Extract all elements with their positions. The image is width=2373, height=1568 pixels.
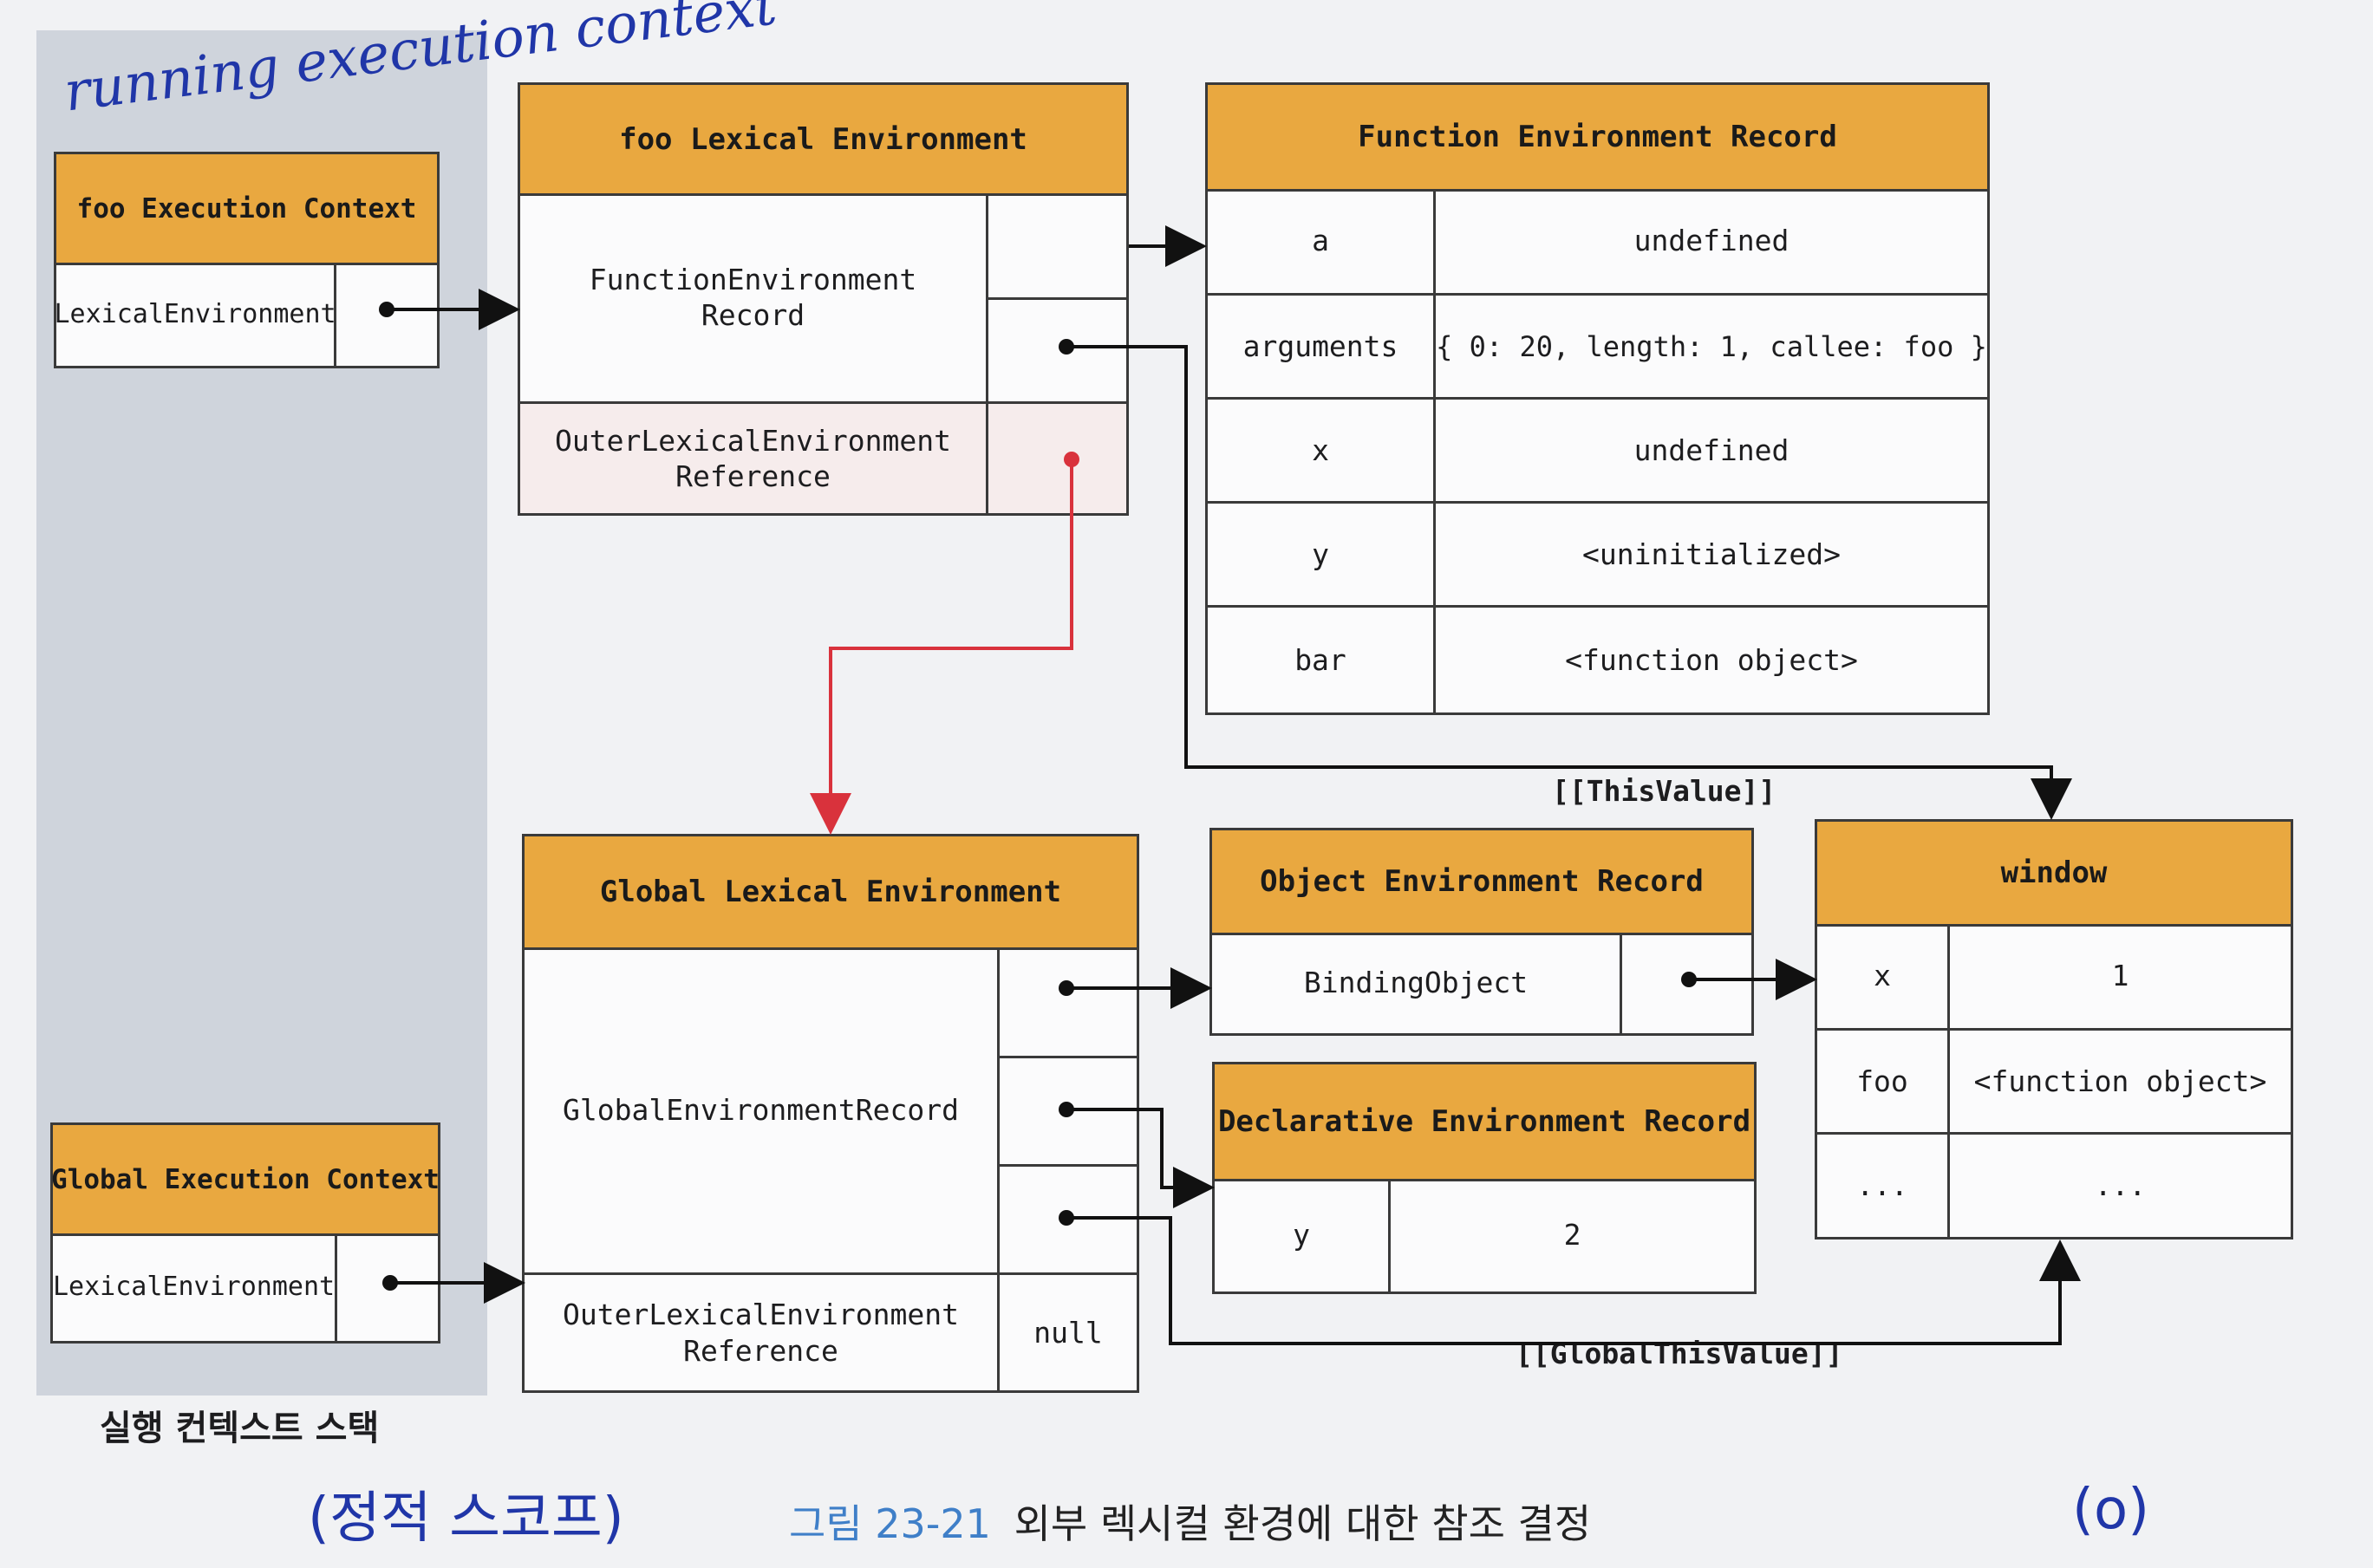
function-environment-record-title: Function Environment Record [1208, 85, 1987, 192]
global-lexical-environment-title: Global Lexical Environment [525, 836, 1137, 950]
foo-outer-reference-ptr [986, 401, 1126, 513]
window-title: window [1817, 822, 2291, 927]
global-ctx-pointer-dot [382, 1275, 398, 1291]
declarative-environment-record: Declarative Environment Record y 2 [1212, 1062, 1757, 1294]
foo-execution-context: foo Execution Context LexicalEnvironment [54, 152, 440, 368]
declarative-environment-record-title: Declarative Environment Record [1215, 1064, 1754, 1181]
window-value-x: 1 [1947, 924, 2291, 1028]
foo-this-value-arrow [1066, 345, 2072, 820]
global-environment-record-label: GlobalEnvironmentRecord [563, 1092, 959, 1127]
binding-object-ptr [1620, 933, 1751, 1033]
function-environment-record: Function Environment Record a undefined … [1205, 82, 1990, 715]
global-ctx-lexical-env-label: LexicalEnvironment [52, 1272, 336, 1303]
this-value-label: [[ThisValue]] [1552, 774, 1776, 808]
figure-caption: 그림 23-21 외부 렉시컬 환경에 대한 참조 결정 [789, 1493, 1591, 1550]
global-lexical-environment: Global Lexical Environment GlobalEnviron… [522, 834, 1139, 1393]
global-record-ptr-declarative [997, 1056, 1137, 1164]
static-scope-annotation: (정적 스코프) [308, 1487, 624, 1551]
fer-key-x: x [1208, 397, 1433, 501]
global-record-ptr-this [997, 1164, 1137, 1272]
object-environment-record-title: Object Environment Record [1212, 830, 1751, 935]
object-environment-record: Object Environment Record BindingObject [1209, 828, 1754, 1036]
foo-execution-context-title: foo Execution Context [56, 154, 437, 265]
foo-lexical-environment: foo Lexical Environment FunctionEnvironm… [518, 82, 1129, 516]
figure-caption-text: 외부 렉시컬 환경에 대한 참조 결정 [1014, 1500, 1592, 1547]
global-object-pointer-dot [1059, 980, 1074, 996]
global-execution-context-title: Global Execution Context [51, 1125, 440, 1236]
figure-number: 그림 23-21 [789, 1500, 991, 1547]
global-ctx-pointer-cell [335, 1233, 438, 1341]
foo-outer-reference-label: OuterLexicalEnvironment Reference [520, 401, 986, 513]
fer-value-arguments: { 0: 20, length: 1, callee: foo } [1433, 293, 1987, 397]
fer-value-bar: <function object> [1433, 605, 1987, 712]
global-this-value-arrow [1066, 1216, 2081, 1345]
foo-lexical-environment-title: foo Lexical Environment [520, 85, 1126, 196]
fer-key-bar: bar [1208, 605, 1433, 712]
window-value-more: ... [1947, 1132, 2291, 1237]
foo-function-env-record-label: FunctionEnvironment Record [589, 262, 917, 332]
window-key-x: x [1874, 959, 1891, 993]
fer-key-arguments: arguments [1208, 293, 1433, 397]
foo-outer-pointer-dot [1064, 452, 1079, 467]
global-declarative-pointer-dot [1059, 1102, 1074, 1117]
foo-env-record-ptr-bottom [986, 297, 1126, 401]
global-outer-reference-label: OuterLexicalEnvironment Reference [525, 1272, 997, 1390]
circle-mark-annotation: (o) [2072, 1478, 2150, 1542]
window-key-more: ... [1817, 1132, 1947, 1237]
global-this-pointer-dot [1059, 1210, 1074, 1226]
foo-outer-to-global-env-arrow [810, 459, 1073, 835]
foo-ctx-pointer-cell [334, 263, 437, 366]
global-execution-context: Global Execution Context LexicalEnvironm… [50, 1122, 440, 1344]
execution-context-stack-label: 실행 컨텍스트 스택 [100, 1409, 380, 1448]
window-key-foo: foo [1817, 1028, 1947, 1132]
window-object: window x 1 foo <function object> ... ... [1815, 819, 2293, 1239]
window-value-foo: <function object> [1947, 1028, 2291, 1132]
fer-key-a: a [1312, 224, 1329, 258]
global-to-declarative-record-arrow [1066, 1108, 1215, 1208]
foo-ctx-lexical-env-label: LexicalEnvironment [54, 298, 336, 329]
fer-value-a: undefined [1433, 189, 1987, 293]
binding-object-label: BindingObject [1303, 966, 1529, 1000]
global-outer-reference-null: null [997, 1272, 1137, 1390]
global-record-ptr-object [997, 947, 1137, 1056]
fer-key-y: y [1208, 501, 1433, 605]
fer-value-y: <uninitialized> [1433, 501, 1987, 605]
fer-value-x: undefined [1433, 397, 1987, 501]
foo-ctx-pointer-dot [379, 302, 394, 317]
foo-this-pointer-dot [1059, 339, 1074, 355]
der-value-y: 2 [1388, 1179, 1754, 1291]
der-key-y: y [1293, 1218, 1310, 1252]
binding-object-pointer-dot [1681, 972, 1697, 987]
foo-env-record-ptr-top [986, 193, 1126, 297]
